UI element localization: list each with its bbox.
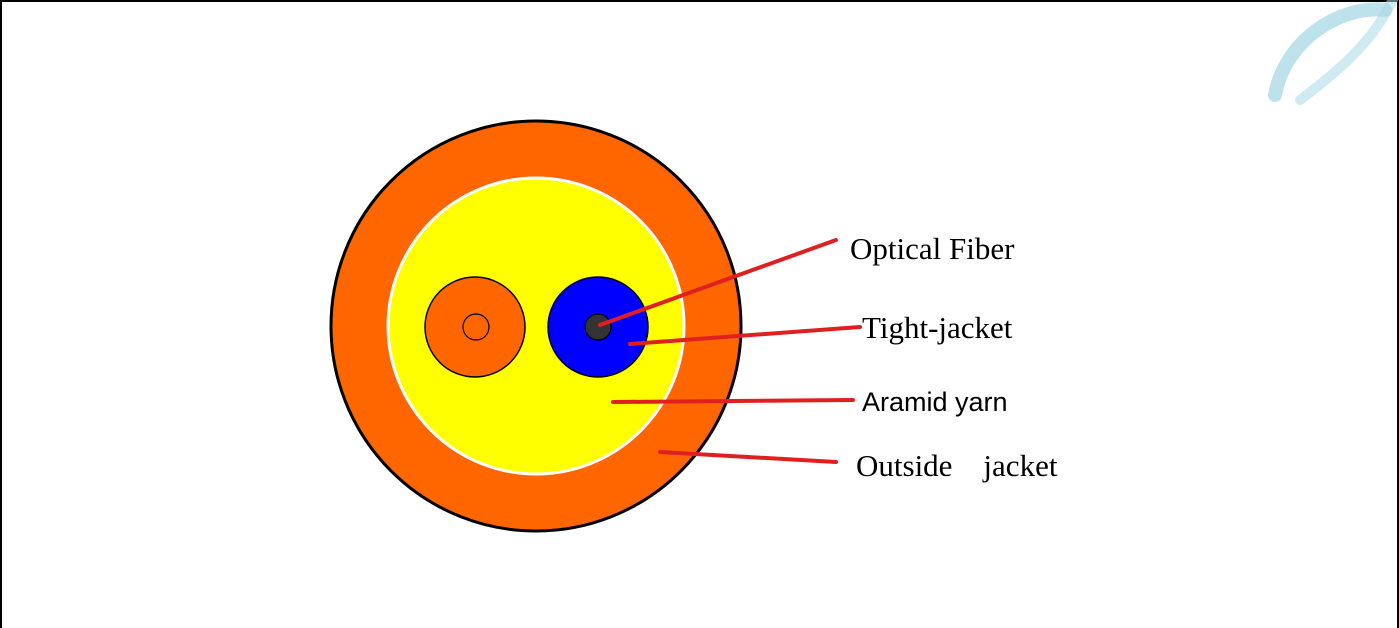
frame-border-top [0, 0, 1399, 2]
second-fiber-jacket-circle [424, 276, 526, 378]
frame-border-left [0, 0, 2, 628]
aramid-yarn-leader-line [611, 398, 855, 404]
optical-fiber-core-circle [584, 313, 612, 341]
optical-fiber-label: Optical Fiber [850, 231, 1015, 266]
aramid-yarn-circle [386, 176, 686, 476]
second-fiber-core-circle [462, 313, 490, 341]
tight-jacket-leader-line [628, 325, 862, 346]
aramid-yarn-label: Aramid yarn [862, 387, 1008, 417]
optical-fiber-leader-line [598, 238, 838, 327]
tight-jacket-label: Tight-jacket [862, 310, 1013, 345]
outside-jacket-leader-line [658, 450, 838, 464]
outside-jacket-label: Outside jacket [856, 448, 1058, 483]
frame-border-right [1397, 0, 1399, 628]
leader-lines [598, 238, 862, 464]
watermark-swoosh [1268, 0, 1399, 105]
